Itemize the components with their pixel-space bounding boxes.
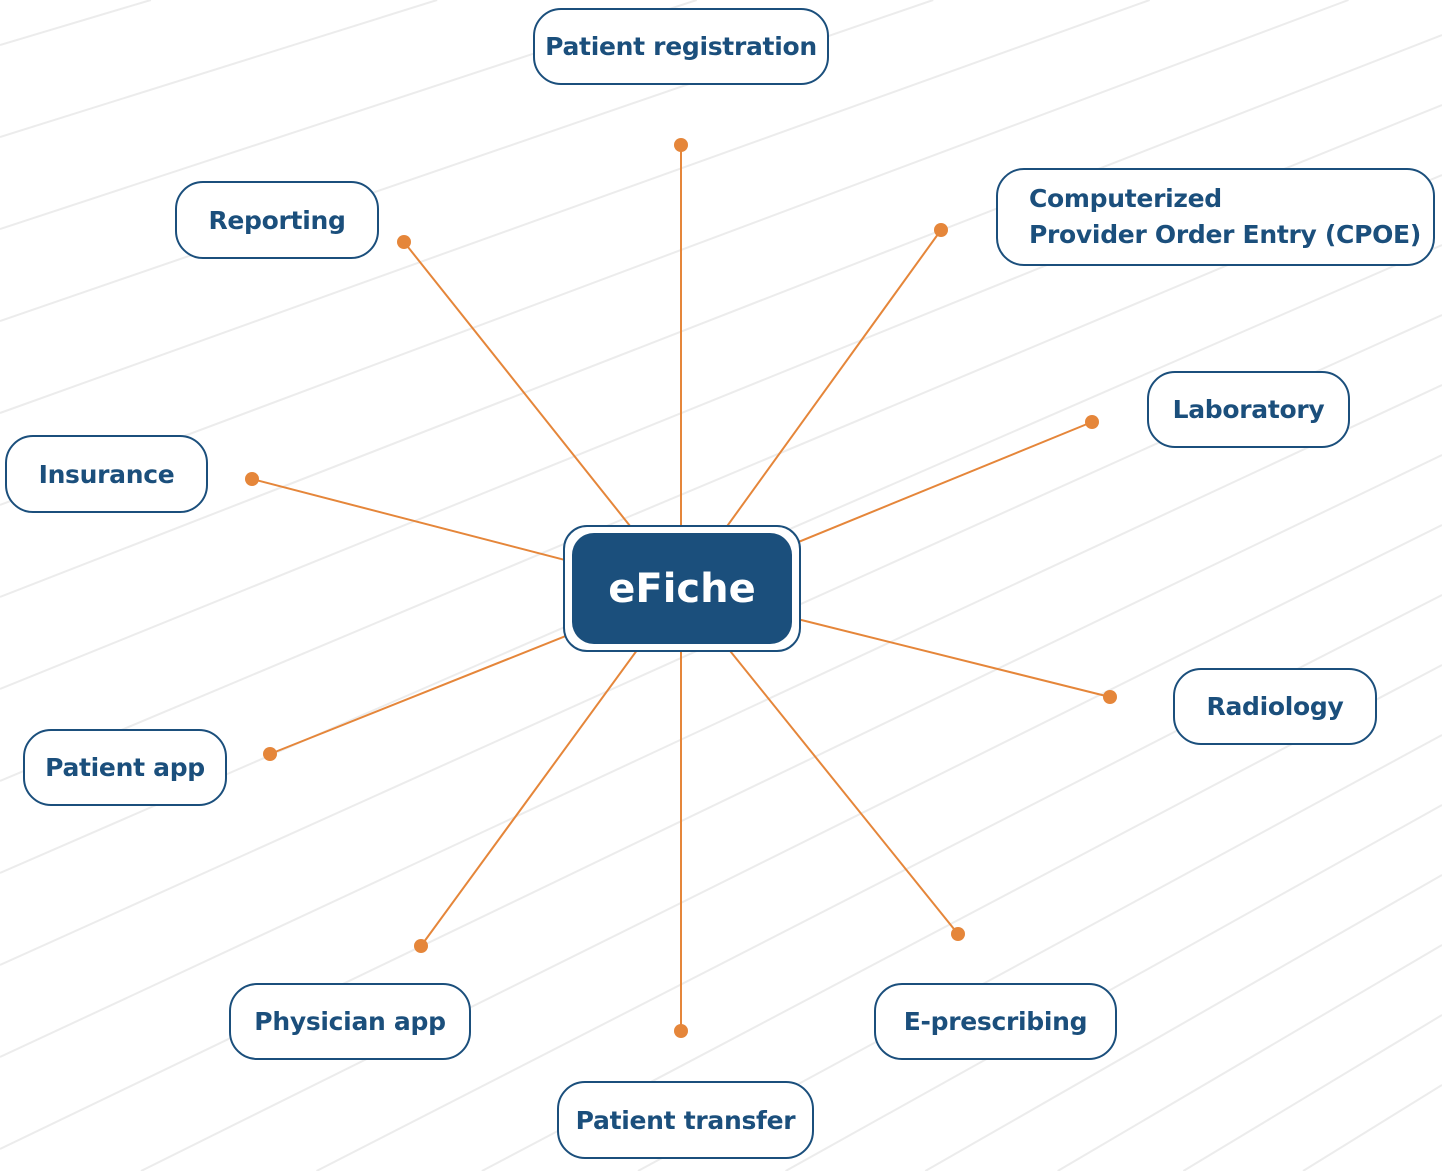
connector-dot-e-prescribing	[951, 927, 965, 941]
background-line	[0, 0, 438, 138]
connector-dot-cpoe	[934, 223, 948, 237]
node-label: Patient app	[45, 753, 205, 782]
node-label: Radiology	[1206, 692, 1344, 721]
center-label: eFiche	[608, 565, 756, 612]
background-line	[1182, 1014, 1442, 1171]
node-radiology[interactable]: Radiology	[1173, 668, 1377, 745]
connector-dot-insurance	[245, 472, 259, 486]
node-reporting[interactable]: Reporting	[175, 181, 379, 259]
node-insurance[interactable]: Insurance	[5, 435, 208, 513]
background-line	[0, 34, 1442, 598]
connector-dot-patient-registration	[674, 138, 688, 152]
background-line	[0, 0, 1349, 506]
node-physician-app[interactable]: Physician app	[229, 983, 471, 1060]
connector-dot-patient-transfer	[674, 1024, 688, 1038]
node-label: E-prescribing	[903, 1007, 1088, 1036]
node-laboratory[interactable]: Laboratory	[1147, 371, 1350, 448]
background-line	[785, 804, 1442, 1171]
node-e-prescribing[interactable]: E-prescribing	[874, 983, 1117, 1060]
node-label: Reporting	[208, 205, 346, 235]
connector-dot-patient-app	[263, 747, 277, 761]
background-line	[1302, 1084, 1442, 1171]
node-patient-registration[interactable]: Patient registration	[533, 8, 829, 85]
center-node-efiche[interactable]: eFiche	[572, 533, 792, 644]
background-line	[0, 0, 152, 46]
background-line	[1057, 944, 1442, 1171]
node-label: Insurance	[38, 459, 175, 489]
node-patient-app[interactable]: Patient app	[23, 729, 227, 806]
background-line	[924, 874, 1442, 1171]
connector-dot-radiology	[1103, 690, 1117, 704]
connector-dot-reporting	[397, 235, 411, 249]
node-label-line1: Computerized	[1029, 184, 1222, 213]
background-line	[0, 384, 1442, 1058]
background-line	[0, 0, 1151, 414]
node-label-line2: Provider Order Entry (CPOE)	[1029, 220, 1421, 249]
node-label: Patient registration	[545, 32, 817, 61]
background-line	[140, 524, 1442, 1171]
node-label: Patient transfer	[575, 1105, 796, 1135]
background-line	[0, 174, 1442, 782]
node-label: Physician app	[254, 1007, 446, 1036]
connector-dot-laboratory	[1085, 415, 1099, 429]
node-patient-transfer[interactable]: Patient transfer	[557, 1081, 814, 1159]
node-label: Laboratory	[1172, 395, 1325, 424]
connector-dot-physician-app	[414, 939, 428, 953]
